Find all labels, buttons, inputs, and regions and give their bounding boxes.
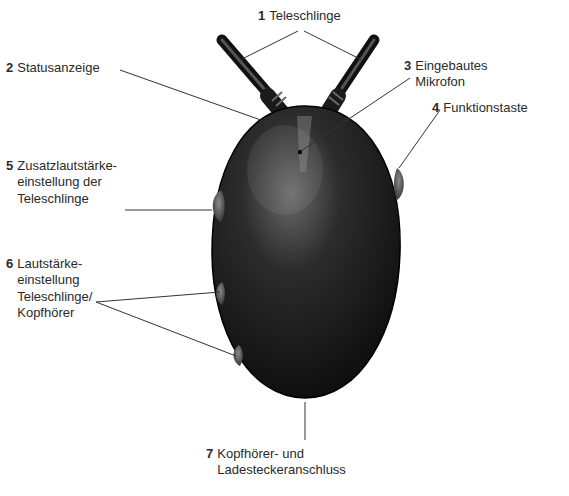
part-label: Statusanzeige [17, 60, 99, 76]
callout: 6Lautstärke- einstellung Teleschlinge/ K… [6, 256, 103, 321]
callout-number: 5 [6, 158, 13, 174]
callout-number: 6 [6, 256, 13, 272]
part-label: Zusatzlautstärke- einstellung der Telesc… [17, 158, 131, 207]
part-label: Kopfhörer- und Ladesteckeranschluss [217, 446, 355, 479]
device-body [212, 106, 400, 398]
part-label: Eingebautes Mikrofon [415, 58, 497, 91]
callout-number: 4 [432, 100, 439, 116]
part-label: Funktionstaste [443, 100, 528, 116]
callout: 2Statusanzeige [6, 60, 100, 76]
part-label: Teleschlinge [269, 8, 341, 24]
callout: 7Kopfhörer- und Ladesteckeranschluss [206, 446, 355, 479]
leader-lines [96, 31, 440, 440]
callout: 3Eingebautes Mikrofon [404, 58, 497, 91]
function-button [394, 168, 404, 200]
callout-number: 2 [6, 60, 13, 76]
callout: 4Funktionstaste [432, 100, 528, 116]
part-label: Lautstärke- einstellung Teleschlinge/ Ko… [17, 256, 103, 321]
callout: 1Teleschlinge [258, 8, 341, 24]
callout: 5Zusatzlautstärke- einstellung der Teles… [6, 158, 131, 207]
volume-button-up [216, 282, 225, 305]
callout-number: 7 [206, 446, 213, 462]
volume-button-extra [213, 190, 225, 222]
callout-number: 1 [258, 8, 265, 24]
callout-number: 3 [404, 58, 411, 74]
